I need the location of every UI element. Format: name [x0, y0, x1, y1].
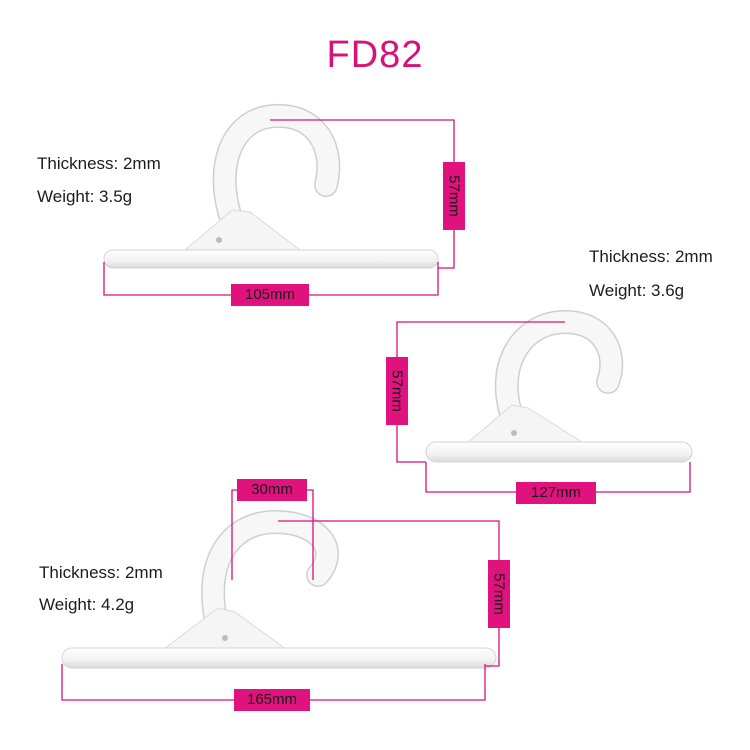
- hanger-large-bar: [61, 647, 497, 669]
- hanger-medium-hole: [511, 430, 517, 436]
- hanger-medium-bar: [425, 441, 693, 463]
- hanger-large-body: [158, 607, 292, 653]
- hanger-small-weight: Weight: 3.5g: [37, 187, 133, 206]
- hanger-large-hole: [222, 635, 228, 641]
- hanger-small-dimension-lines: [103, 119, 455, 296]
- hanger-small-width-label: 105mm: [231, 284, 309, 306]
- hanger-small-height-label: 57mm: [443, 162, 465, 230]
- hanger-large-weight: Weight: 4.2g: [39, 595, 135, 614]
- hanger-large-opening-label: 30mm: [237, 479, 307, 501]
- hanger-large-width-label: 165mm: [234, 689, 310, 711]
- hanger-small-body: [183, 209, 302, 251]
- hanger-small-bar: [103, 249, 439, 269]
- hanger-small-thickness: Thickness: 2mm: [37, 154, 161, 173]
- hanger-medium-height-label: 57mm: [386, 357, 408, 425]
- hanger-small-hole: [216, 237, 222, 243]
- hanger-medium-weight: Weight: 3.6g: [589, 281, 685, 300]
- hanger-medium-thickness: Thickness: 2mm: [589, 247, 713, 266]
- hanger-large-thickness: Thickness: 2mm: [39, 563, 163, 582]
- hanger-medium-width-label: 127mm: [516, 482, 596, 504]
- hanger-small: [103, 104, 455, 296]
- page-title: FD82: [326, 34, 424, 76]
- hanger-medium-body: [464, 404, 587, 445]
- hanger-large: [61, 489, 500, 701]
- hanger-large-height-label: 57mm: [488, 560, 510, 628]
- hanger-medium: [396, 309, 693, 493]
- hanger-medium-dimension-lines: [396, 321, 691, 493]
